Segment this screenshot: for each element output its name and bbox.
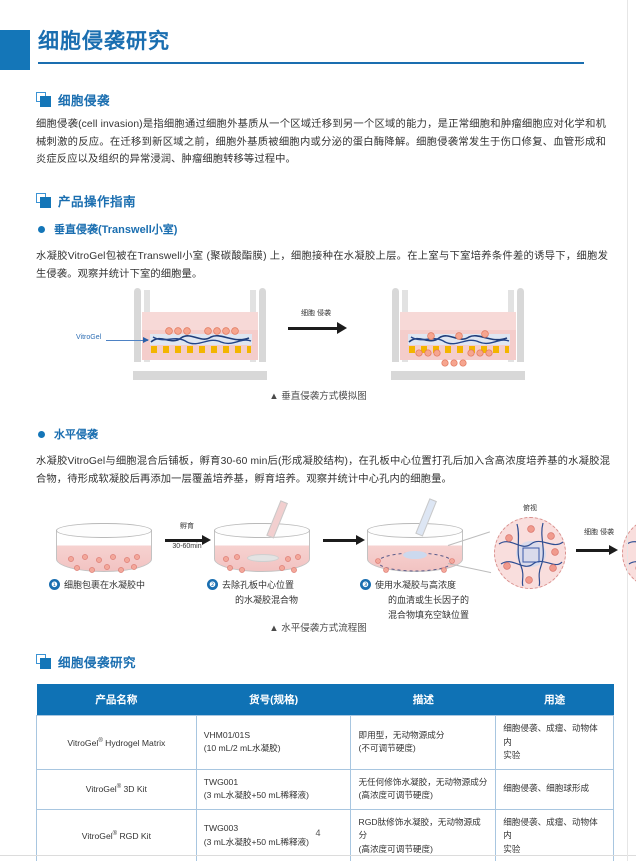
flow-dish-step1 bbox=[56, 523, 152, 581]
bullet-heading-vertical-invasion: 垂直侵袭(Transwell小室) bbox=[38, 221, 177, 237]
bullet-title: 水平侵袭 bbox=[54, 429, 98, 441]
square-marker-icon bbox=[36, 654, 51, 669]
step-caption-1: ❶ 细胞包裹在水凝胶中 bbox=[49, 578, 179, 593]
table-header-row: 产品名称 货号(规格) 描述 用途 bbox=[36, 684, 614, 716]
step-text-3c: 混合物填充空缺位置 bbox=[388, 610, 470, 620]
vitrogel-label: VitroGel bbox=[76, 334, 102, 341]
table-header-name: 产品名称 bbox=[36, 684, 197, 716]
cell-desc-2: 无任何修饰水凝胶，无动物源成分(高浓度可调节硬度) bbox=[350, 768, 497, 810]
cell-invasion-paragraph: 细胞侵袭(cell invasion)是指细胞通过细胞外基质从一个区域迁移到另一… bbox=[36, 119, 606, 165]
square-marker-icon bbox=[36, 193, 51, 208]
footer-divider bbox=[0, 855, 636, 856]
cell-use-2: 细胞侵袭、细胞球形成 bbox=[495, 768, 614, 810]
vertical-arrow-label: 细胞 侵袭 bbox=[301, 310, 331, 317]
step-number-1: ❶ bbox=[49, 579, 60, 590]
figure-transwell-diagram: 细胞 侵袭 bbox=[30, 288, 606, 383]
step-text-2a: 去除孔板中心位置 bbox=[222, 580, 295, 590]
table-row: VitroGel® Hydrogel Matrix VHM01/01S(10 m… bbox=[36, 715, 614, 770]
title-accent-bar bbox=[0, 30, 30, 70]
section-title: 产品操作指南 bbox=[58, 195, 137, 209]
magnified-view-after bbox=[622, 517, 636, 589]
cell-use-3: 细胞侵袭、成瘤、动物体内实验 bbox=[495, 808, 614, 861]
page-number: 4 bbox=[315, 828, 321, 838]
cell-code-2: TWG001(3 mL水凝胶+50 mL稀释液) bbox=[195, 768, 352, 810]
section-title: 细胞侵袭 bbox=[58, 94, 111, 108]
square-marker-icon bbox=[36, 92, 51, 107]
incubate-label-top: 孵育 bbox=[180, 523, 194, 530]
page-title-block: 细胞侵袭研究 bbox=[38, 28, 598, 64]
flow-arrow-2 bbox=[323, 535, 365, 545]
horizontal-arrow-label: 细胞 侵袭 bbox=[584, 529, 614, 536]
cell-desc-3: RGD肽修饰水凝胶，无动物源成分(高浓度可调节硬度) bbox=[350, 808, 497, 861]
table-header-code: 货号(规格) bbox=[196, 684, 351, 716]
step-text-3b: 的血清或生长因子的 bbox=[388, 595, 470, 605]
step-number-3: ❸ bbox=[360, 579, 371, 590]
section-heading-cell-invasion: 细胞侵袭 bbox=[36, 90, 110, 109]
table-row: VitroGel® 3D Kit TWG001(3 mL水凝胶+50 mL稀释液… bbox=[36, 768, 614, 810]
section-title: 细胞侵袭研究 bbox=[58, 656, 137, 670]
page-title: 细胞侵袭研究 bbox=[38, 30, 170, 53]
page-edge-line bbox=[627, 0, 628, 861]
cell-code-3: TWG003(3 mL水凝胶+50 mL稀释液) bbox=[195, 808, 352, 861]
transwell-before bbox=[125, 288, 275, 380]
bullet-title: 垂直侵袭(Transwell小室) bbox=[54, 224, 178, 236]
step-text-3a: 使用水凝胶与高浓度 bbox=[375, 580, 457, 590]
figure-caption-horizontal: ▲ 水平侵袭方式流程图 bbox=[269, 623, 367, 634]
cell-desc-1: 即用型，无动物源成分(不可调节硬度) bbox=[350, 715, 497, 770]
title-divider bbox=[38, 62, 584, 64]
vitrogel-leader-arrow bbox=[106, 337, 149, 343]
bullet-dot-icon bbox=[38, 430, 45, 438]
bullet-dot-icon bbox=[38, 225, 45, 233]
step-text-1: 细胞包裹在水凝胶中 bbox=[64, 580, 146, 590]
step-number-2: ❷ bbox=[207, 579, 218, 590]
flow-arrow-3 bbox=[576, 545, 618, 555]
flow-dish-step3 bbox=[367, 498, 463, 581]
flow-dish-step2 bbox=[214, 500, 310, 581]
horizontal-invasion-paragraph: 水凝胶VitroGel与细胞混合后铺板，孵育30-60 min后(形成凝胶结构)… bbox=[36, 456, 610, 485]
table-header-desc: 描述 bbox=[350, 684, 496, 716]
step-text-2b: 的水凝胶混合物 bbox=[235, 595, 299, 605]
step-caption-3: ❸ 使用水凝胶与高浓度 的血清或生长因子的 混合物填充空缺位置 bbox=[360, 578, 500, 623]
flow-arrow-1 bbox=[165, 535, 211, 545]
vertical-process-arrow bbox=[288, 322, 347, 334]
figure-horizontal-flow: 孵育 30-60min bbox=[24, 498, 636, 635]
cell-use-1: 细胞侵袭、成瘤、动物体内实验 bbox=[495, 715, 614, 770]
table-row: VitroGel® RGD Kit TWG003(3 mL水凝胶+50 mL稀释… bbox=[36, 808, 614, 861]
step-caption-2: ❷ 去除孔板中心位置 的水凝胶混合物 bbox=[207, 578, 337, 608]
topview-label: 俯视 bbox=[523, 505, 537, 512]
incubate-label-bottom: 30-60min bbox=[172, 543, 202, 550]
vertical-invasion-paragraph: 水凝胶VitroGel包被在Transwell小室 (聚碳酸酯膜) 上，细胞接种… bbox=[36, 251, 608, 280]
cell-product-name-1: VitroGel® Hydrogel Matrix bbox=[36, 715, 197, 770]
section-heading-table: 细胞侵袭研究 bbox=[36, 652, 136, 671]
cell-product-name-2: VitroGel® 3D Kit bbox=[36, 768, 197, 810]
table-header-use: 用途 bbox=[495, 684, 614, 716]
section-heading-product-guide: 产品操作指南 bbox=[36, 191, 136, 210]
figure-caption-vertical: ▲ 垂直侵袭方式模拟图 bbox=[269, 391, 367, 402]
bullet-heading-horizontal-invasion: 水平侵袭 bbox=[38, 426, 98, 442]
transwell-after bbox=[383, 288, 533, 380]
cell-code-1: VHM01/01S(10 mL/2 mL水凝胶) bbox=[195, 715, 352, 770]
magnified-view-before bbox=[494, 517, 566, 589]
cell-product-name-3: VitroGel® RGD Kit bbox=[36, 808, 197, 861]
product-table: 产品名称 货号(规格) 描述 用途 VitroGel® Hydrogel Mat… bbox=[36, 684, 614, 861]
